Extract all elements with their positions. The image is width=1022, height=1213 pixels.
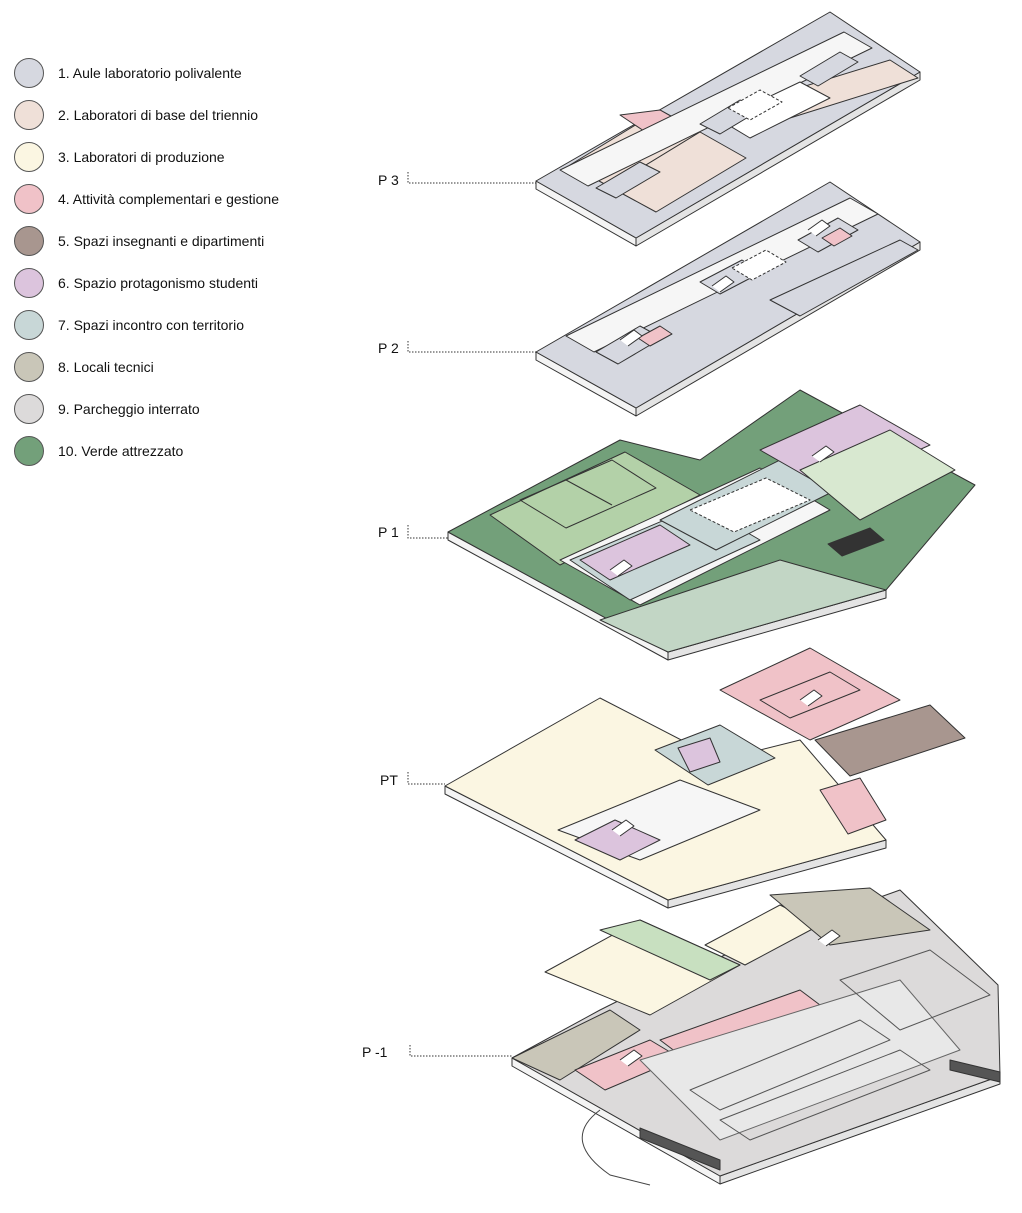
floor-p3 — [535, 11, 921, 247]
legend-item-aule: 1. Aule laboratorio polivalente — [14, 52, 344, 94]
legend-item-studenti: 6. Spazio protagonismo studenti — [14, 262, 344, 304]
level-labels: P 3 P 2 P 1 PT P -1 — [362, 172, 536, 1060]
swatch-parcheggio-icon — [14, 394, 44, 424]
legend-label: 9. Parcheggio interrato — [58, 401, 200, 417]
level-label-pt: PT — [380, 772, 398, 788]
level-label-p3: P 3 — [378, 172, 399, 188]
legend-item-attivita: 4. Attività complementari e gestione — [14, 178, 344, 220]
legend-item-tecnici: 8. Locali tecnici — [14, 346, 344, 388]
legend-label: 10. Verde attrezzato — [58, 443, 184, 459]
floor-pt — [444, 647, 966, 909]
floor-p2 — [535, 181, 921, 417]
legend: 1. Aule laboratorio polivalente 2. Labor… — [14, 52, 344, 472]
legend-label: 3. Laboratori di produzione — [58, 149, 225, 165]
legend-item-laboratori-base: 2. Laboratori di base del triennio — [14, 94, 344, 136]
floor-p1 — [447, 389, 976, 661]
legend-label: 4. Attività complementari e gestione — [58, 191, 280, 207]
legend-label: 2. Laboratori di base del triennio — [58, 107, 259, 123]
swatch-attivita-icon — [14, 184, 44, 214]
swatch-territorio-icon — [14, 310, 44, 340]
legend-item-parcheggio: 9. Parcheggio interrato — [14, 388, 344, 430]
legend-label: 7. Spazi incontro con territorio — [58, 317, 244, 333]
legend-label: 6. Spazio protagonismo studenti — [58, 275, 259, 291]
level-label-p2: P 2 — [378, 340, 399, 356]
legend-item-territorio: 7. Spazi incontro con territorio — [14, 304, 344, 346]
legend-item-verde: 10. Verde attrezzato — [14, 430, 344, 472]
swatch-verde-icon — [14, 436, 44, 466]
legend-label: 1. Aule laboratorio polivalente — [58, 65, 242, 81]
legend-item-laboratori-produzione: 3. Laboratori di produzione — [14, 136, 344, 178]
swatch-laboratori-base-icon — [14, 100, 44, 130]
swatch-studenti-icon — [14, 268, 44, 298]
swatch-laboratori-produzione-icon — [14, 142, 44, 172]
swatch-tecnici-icon — [14, 352, 44, 382]
legend-label: 5. Spazi insegnanti e dipartimenti — [58, 233, 265, 249]
legend-item-insegnanti: 5. Spazi insegnanti e dipartimenti — [14, 220, 344, 262]
swatch-insegnanti-icon — [14, 226, 44, 256]
legend-label: 8. Locali tecnici — [58, 359, 154, 375]
floor-p-1 — [511, 887, 1001, 1186]
level-label-p1: P 1 — [378, 524, 399, 540]
level-label-p-1: P -1 — [362, 1044, 388, 1060]
swatch-aule-icon — [14, 58, 44, 88]
